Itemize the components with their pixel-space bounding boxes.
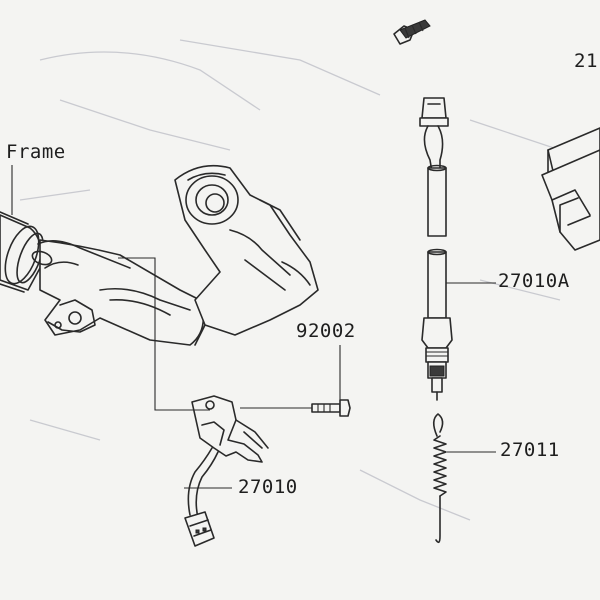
label-frame: Frame xyxy=(6,141,66,163)
leader-pedal-switch xyxy=(118,257,210,411)
brake-pedal xyxy=(31,164,319,346)
spring-27011 xyxy=(432,413,447,544)
brake-light-switch-27010A xyxy=(419,97,453,401)
label-27010A: 27010A xyxy=(498,270,570,292)
frame-tube xyxy=(0,211,44,293)
top-bolt xyxy=(393,19,431,45)
label-27010: 27010 xyxy=(238,476,298,498)
leader-lines xyxy=(11,165,496,489)
brake-switch-27010 xyxy=(184,395,269,547)
bolt-92002 xyxy=(311,399,351,417)
label-92002: 92002 xyxy=(296,320,356,342)
label-21-partial: 21 xyxy=(574,50,598,72)
label-27011: 27011 xyxy=(500,439,560,461)
bracket-top-right xyxy=(541,127,600,251)
